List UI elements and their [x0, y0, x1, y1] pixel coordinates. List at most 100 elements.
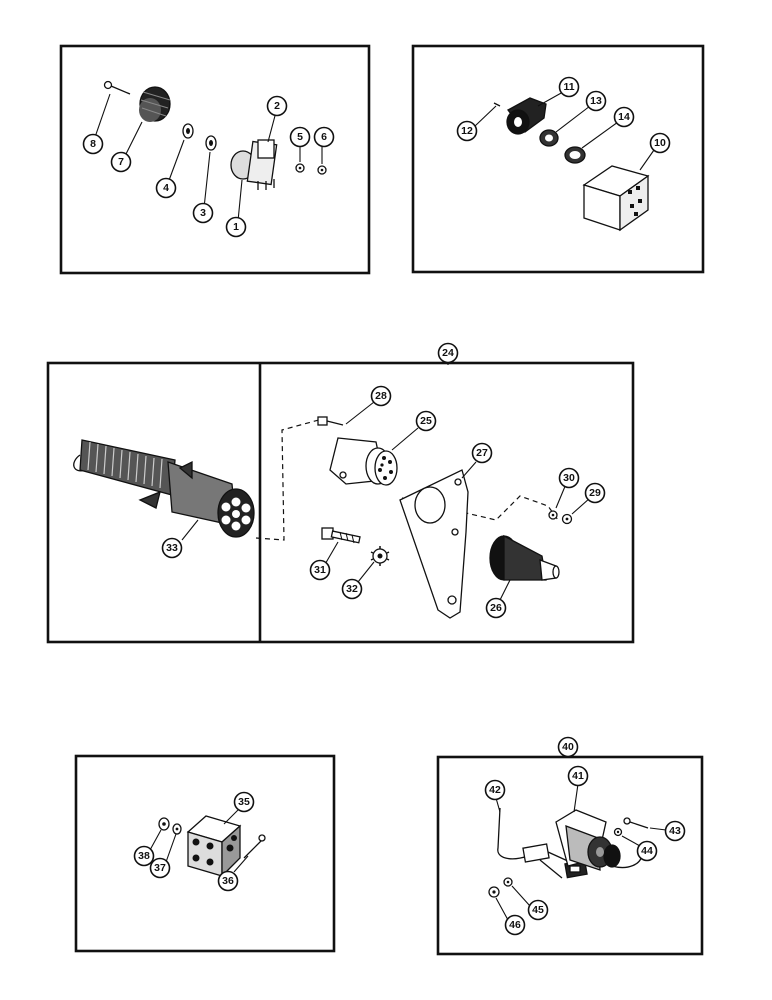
svg-text:41: 41: [572, 770, 584, 782]
callout-35: 35: [233, 791, 255, 813]
callout-46: 46: [504, 914, 526, 936]
part-bolt-31: [321, 527, 361, 544]
callout-30: 30: [558, 467, 580, 489]
callout-5: 5: [289, 126, 311, 148]
part-nut-5: [295, 163, 305, 173]
part-setscrew-12: [493, 102, 501, 107]
callout-37: 37: [149, 857, 171, 879]
callout-6: 6: [313, 126, 335, 148]
callout-12: 12: [456, 120, 478, 142]
svg-text:38: 38: [138, 850, 150, 862]
svg-text:7: 7: [118, 156, 124, 168]
part-knob-11: [506, 97, 547, 135]
svg-text:10: 10: [654, 137, 666, 149]
part-washer-4: [182, 123, 194, 139]
svg-text:26: 26: [490, 602, 502, 614]
callout-38: 38: [133, 845, 155, 867]
part-screw-28: [317, 416, 344, 426]
svg-text:2: 2: [274, 100, 280, 112]
svg-text:31: 31: [314, 564, 326, 576]
svg-text:30: 30: [563, 472, 575, 484]
callout-42: 42: [484, 779, 506, 801]
callout-2: 2: [266, 95, 288, 117]
callout-3: 3: [192, 202, 214, 224]
callout-4: 4: [155, 177, 177, 199]
callout-32: 32: [341, 578, 363, 600]
svg-text:46: 46: [509, 919, 521, 931]
svg-text:37: 37: [154, 862, 166, 874]
panel-trailer-connector: 33: [46, 342, 635, 644]
callout-43: 43: [664, 820, 686, 842]
part-nut-29: [561, 513, 573, 525]
part-knob-7: [139, 86, 171, 122]
svg-text:36: 36: [222, 875, 234, 887]
part-screw-36: [243, 834, 266, 859]
callout-28: 28: [370, 385, 392, 407]
callout-33: 33: [161, 537, 183, 559]
panel-relay-assembly: 38 37 35 36: [74, 754, 336, 953]
svg-text:40: 40: [562, 741, 574, 753]
part-washer-37: [172, 823, 182, 835]
svg-text:1: 1: [233, 221, 239, 233]
part-socket-41: [555, 809, 621, 871]
callout-29: 29: [584, 482, 606, 504]
svg-text:8: 8: [90, 138, 96, 150]
callout-36: 36: [217, 870, 239, 892]
svg-text:14: 14: [618, 111, 630, 123]
part-bracket-27: [399, 469, 469, 619]
part-switch-body-1: [230, 139, 278, 190]
part-nut-6: [317, 165, 327, 175]
callout-7: 7: [110, 151, 132, 173]
panel-flasher-assembly: 12 11 13 14 10: [411, 44, 705, 274]
svg-text:32: 32: [346, 583, 358, 595]
part-washer-14: [564, 146, 586, 164]
callout-11: 11: [558, 76, 580, 98]
part-nut-38: [158, 817, 170, 831]
panel-switch-assembly: 8 7 4 3 1 2 5 6: [59, 44, 371, 275]
callout-8: 8: [82, 133, 104, 155]
part-harness-42: [497, 807, 643, 879]
callout-14: 14: [613, 106, 635, 128]
svg-text:5: 5: [297, 131, 303, 143]
svg-text:45: 45: [532, 904, 544, 916]
svg-text:3: 3: [200, 207, 206, 219]
svg-text:11: 11: [563, 81, 574, 93]
svg-text:33: 33: [166, 542, 178, 554]
svg-text:13: 13: [590, 95, 602, 107]
part-washer-45: [503, 877, 513, 887]
callout-1: 1: [225, 216, 247, 238]
callout-31: 31: [309, 559, 331, 581]
callout-10: 10: [649, 132, 671, 154]
part-flasher-10: [582, 165, 650, 232]
svg-text:27: 27: [476, 447, 488, 459]
svg-text:24: 24: [442, 347, 454, 359]
part-screw-43: [623, 817, 649, 829]
callout-40: 40: [557, 736, 579, 758]
callout-27: 27: [471, 442, 493, 464]
callout-13: 13: [585, 90, 607, 112]
svg-text:29: 29: [589, 487, 601, 499]
svg-text:35: 35: [238, 796, 250, 808]
svg-text:25: 25: [420, 415, 432, 427]
part-lockwasher-32: [370, 546, 390, 566]
svg-text:4: 4: [163, 182, 169, 194]
svg-text:12: 12: [461, 125, 473, 137]
svg-text:42: 42: [489, 784, 501, 796]
svg-text:44: 44: [641, 845, 653, 857]
part-trailer-plug-33: [73, 439, 255, 538]
part-washer-44: [613, 827, 623, 837]
callout-45: 45: [527, 899, 549, 921]
svg-text:43: 43: [669, 825, 681, 837]
part-nut-3: [205, 135, 217, 151]
part-washer-30: [548, 510, 558, 520]
part-screw-8: [103, 80, 131, 95]
part-relay-35: [186, 815, 242, 878]
callout-25: 25: [415, 410, 437, 432]
callout-24: 24: [437, 342, 459, 364]
svg-text:6: 6: [321, 131, 327, 143]
part-boot-26: [489, 534, 560, 581]
callout-41: 41: [567, 765, 589, 787]
part-nut-46: [488, 886, 500, 898]
part-socket-25: [329, 437, 398, 486]
